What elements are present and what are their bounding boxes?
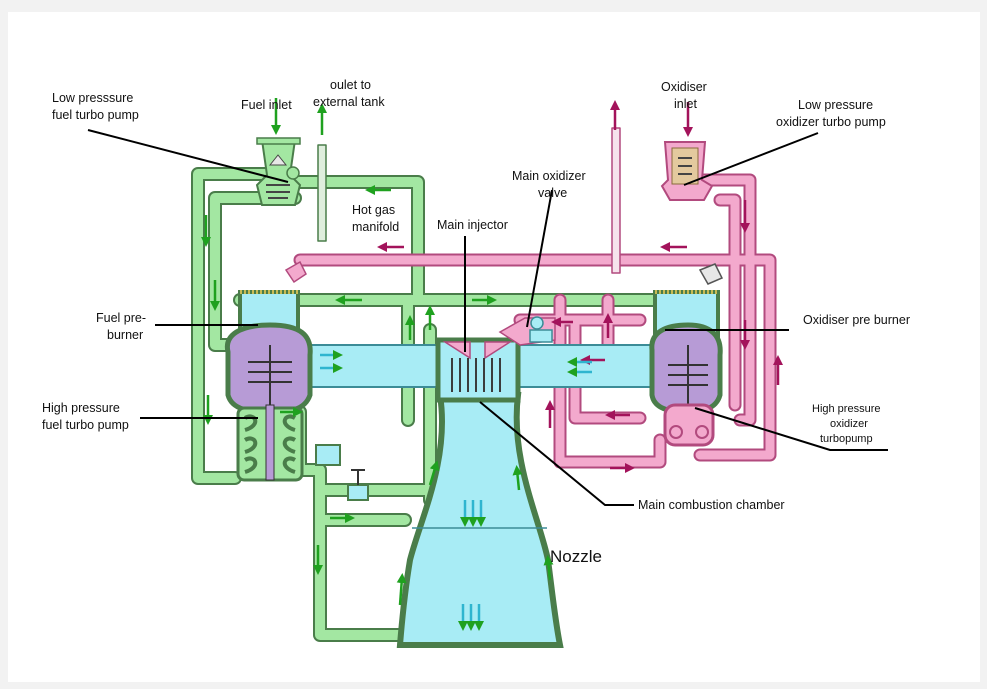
- label-oxidiser-preburner: Oxidiser pre burner: [803, 313, 910, 327]
- fuel-turbine-housing: [227, 325, 310, 412]
- high-pressure-fuel-turbopump: [238, 405, 302, 480]
- label-main-injector: Main injector: [437, 218, 508, 232]
- main-combustion-chamber: [438, 340, 518, 400]
- label-fuel-inlet: Fuel inlet: [241, 98, 292, 112]
- label-main-combustion-chamber: Main combustion chamber: [638, 498, 785, 512]
- label-nozzle: Nozzle: [550, 547, 602, 566]
